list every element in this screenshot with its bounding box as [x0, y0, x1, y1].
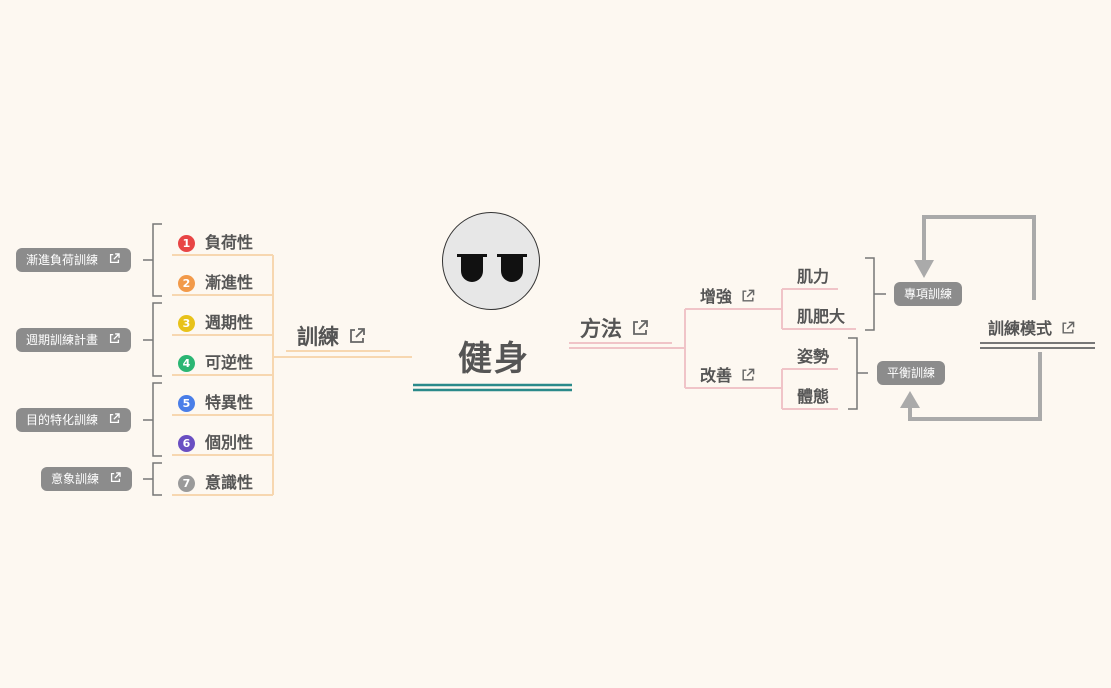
principle-item[interactable]: 5 特異性 [178, 389, 253, 413]
branch-method[interactable]: 方法 [580, 313, 650, 343]
number-badge-icon: 4 [178, 355, 195, 372]
summary-tag[interactable]: 目的特化訓練 [16, 408, 132, 433]
summary-tag-label: 意象訓練 [51, 472, 100, 486]
external-link-icon[interactable] [108, 329, 121, 353]
summary-tag[interactable]: 平衡訓練 [877, 361, 946, 385]
leaf-topic[interactable]: 姿勢 [797, 347, 830, 366]
leaf-topic[interactable]: 體態 [797, 387, 830, 406]
principle-item[interactable]: 7 意識性 [178, 469, 253, 493]
external-link-icon[interactable] [630, 318, 650, 343]
principle-item[interactable]: 4 可逆性 [178, 349, 253, 373]
summary-tag[interactable]: 週期訓練計畫 [16, 328, 132, 353]
external-link-icon[interactable] [740, 288, 756, 308]
summary-tag-label: 目的特化訓練 [26, 413, 99, 427]
subtopic-label: 增強 [700, 287, 733, 306]
external-link-icon[interactable] [347, 326, 367, 351]
branch-method-label: 方法 [580, 317, 622, 341]
principle-item[interactable]: 6 個別性 [178, 429, 253, 453]
summary-tag-label: 週期訓練計畫 [26, 333, 99, 347]
number-badge-icon: 7 [178, 475, 195, 492]
principle-label: 可逆性 [205, 353, 254, 372]
summary-tag[interactable]: 漸進負荷訓練 [16, 248, 132, 273]
floating-topic-label: 訓練模式 [988, 319, 1053, 338]
number-badge-icon: 2 [178, 275, 195, 292]
number-badge-icon: 5 [178, 395, 195, 412]
principle-label: 負荷性 [205, 233, 254, 252]
principle-label: 意識性 [205, 473, 254, 492]
external-link-icon[interactable] [108, 409, 121, 433]
external-link-icon[interactable] [740, 367, 756, 387]
external-link-icon[interactable] [1060, 320, 1076, 340]
summary-tag[interactable]: 專項訓練 [894, 282, 963, 306]
subtopic-enhance[interactable]: 增強 [700, 283, 756, 308]
principle-label: 特異性 [205, 393, 254, 412]
central-topic[interactable]: 健身 [458, 339, 530, 379]
external-link-icon[interactable] [109, 468, 122, 492]
principle-label: 個別性 [205, 433, 254, 452]
floating-topic[interactable]: 訓練模式 [988, 315, 1076, 340]
principle-item[interactable]: 1 負荷性 [178, 229, 253, 253]
leaf-topic[interactable]: 肌肥大 [797, 307, 846, 326]
summary-tag[interactable]: 意象訓練 [41, 467, 133, 492]
summary-tag-label: 漸進負荷訓練 [26, 253, 99, 267]
central-face-icon [442, 212, 540, 310]
subtopic-improve[interactable]: 改善 [700, 362, 756, 387]
external-link-icon[interactable] [108, 249, 121, 273]
number-badge-icon: 6 [178, 435, 195, 452]
principle-item[interactable]: 3 週期性 [178, 309, 253, 333]
number-badge-icon: 1 [178, 235, 195, 252]
principle-item[interactable]: 2 漸進性 [178, 269, 253, 293]
principle-label: 漸進性 [205, 273, 254, 292]
subtopic-label: 改善 [700, 366, 733, 385]
branch-training[interactable]: 訓練 [297, 321, 367, 351]
branch-training-label: 訓練 [297, 325, 339, 349]
number-badge-icon: 3 [178, 315, 195, 332]
leaf-topic[interactable]: 肌力 [797, 267, 830, 286]
principle-label: 週期性 [205, 313, 254, 332]
